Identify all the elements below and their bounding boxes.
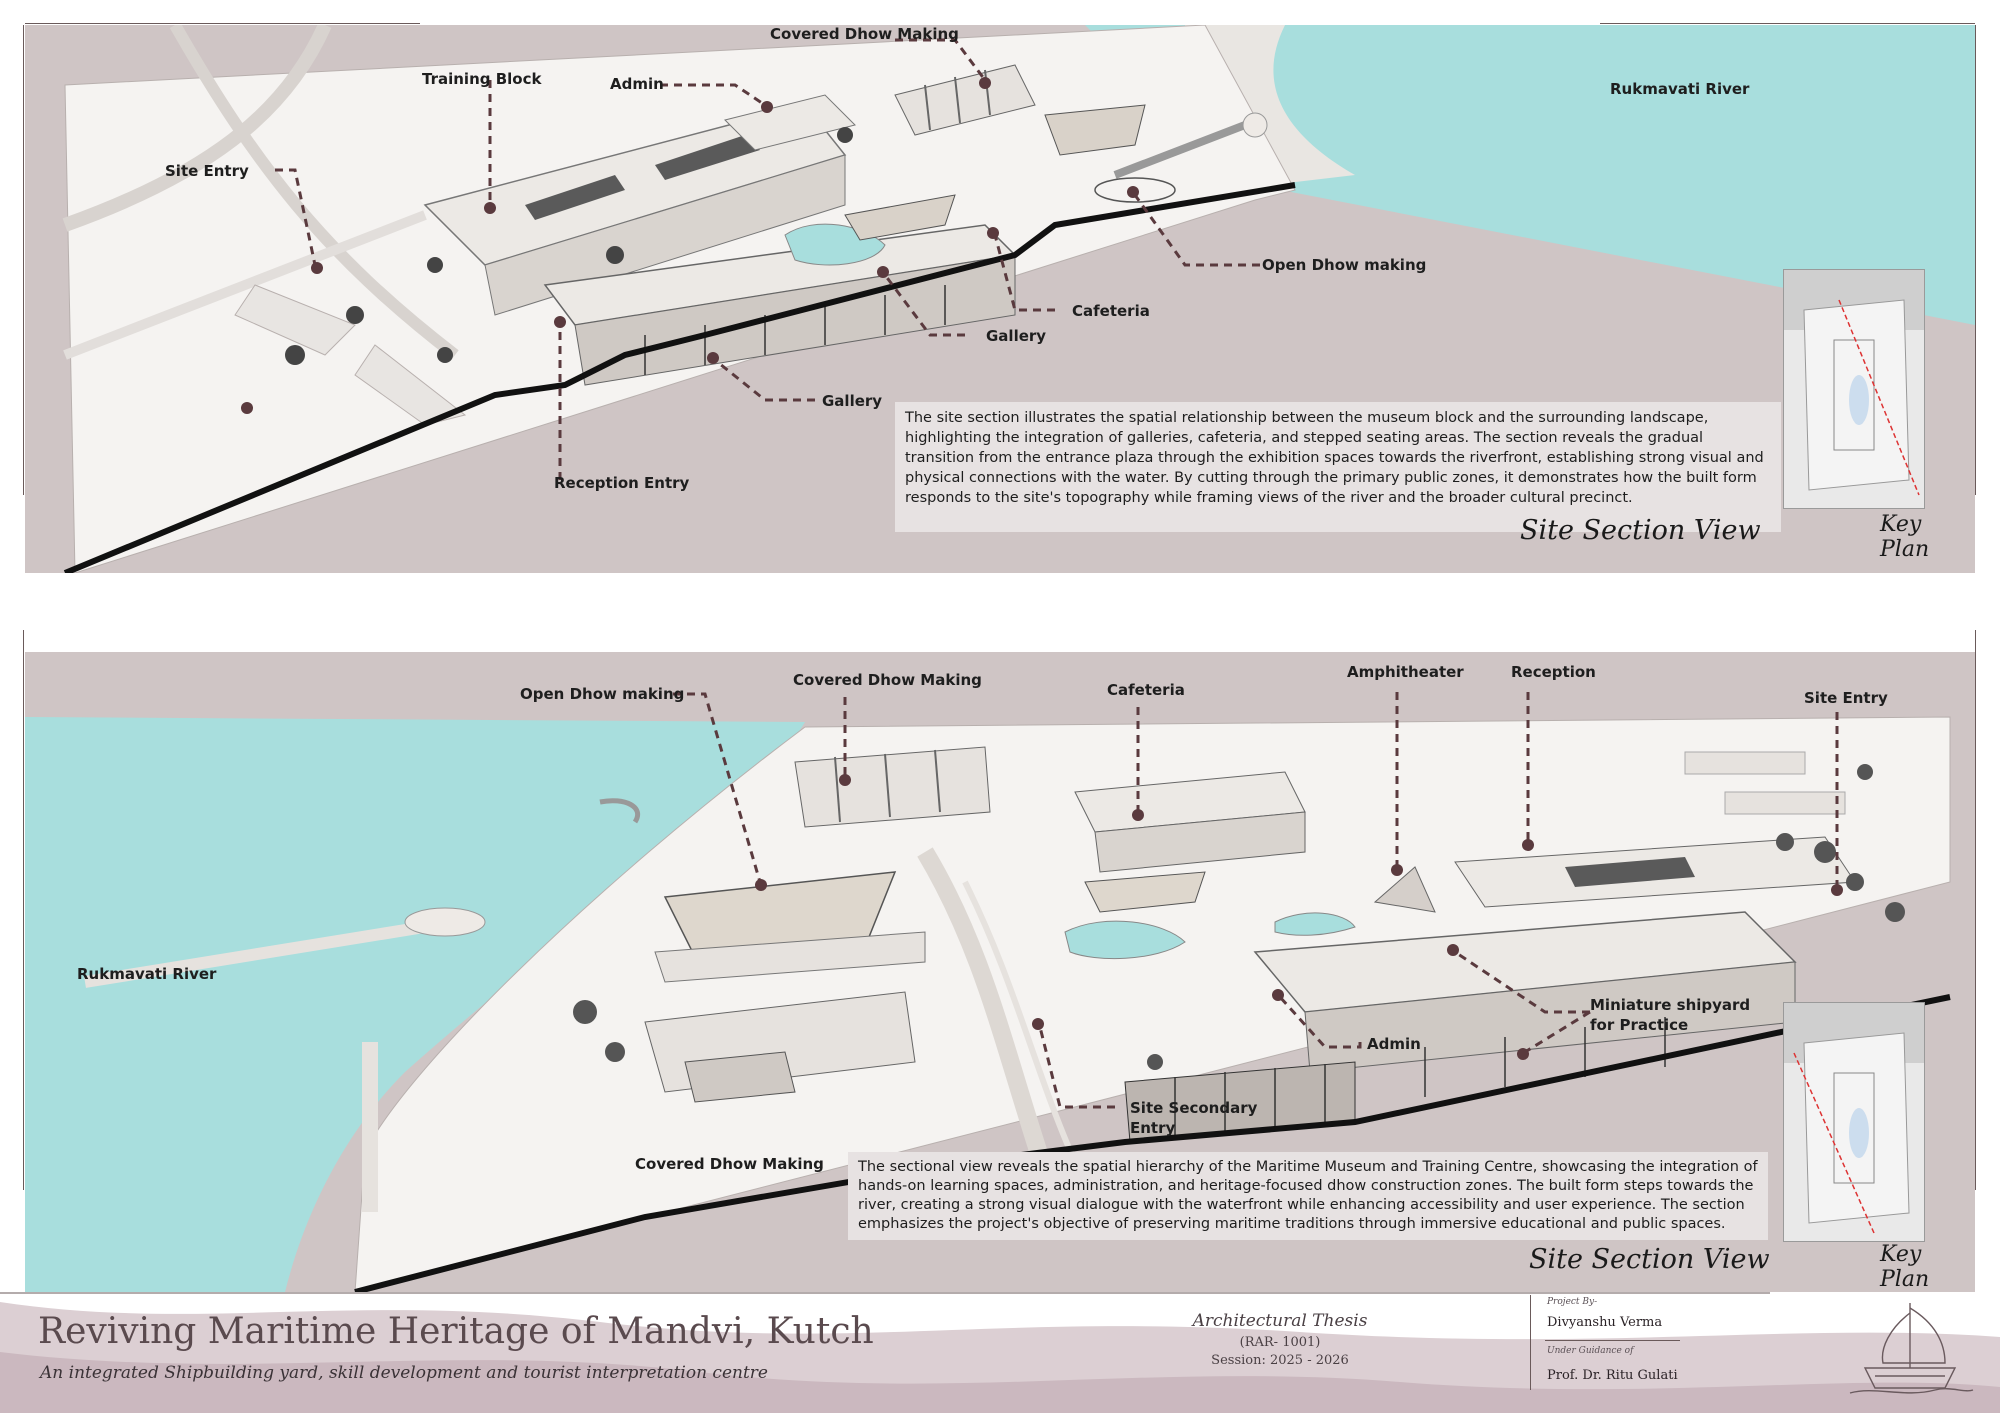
label-rukmavati-river: Rukmavati River (1610, 80, 1750, 98)
label-b-site-secondary-entry-2: Entry (1130, 1119, 1176, 1137)
footer-subtitle: An integrated Shipbuilding yard, skill d… (40, 1363, 768, 1383)
top-view-title: Site Section View (1520, 515, 1761, 546)
leader-b-open-dhow (673, 692, 762, 883)
dhow-logo-icon (1849, 1303, 1974, 1394)
label-reception-entry: Reception Entry (554, 474, 690, 492)
label-b-covered-dhow-making-top: Covered Dhow Making (793, 671, 982, 689)
footer-wave-background (0, 1292, 2000, 1413)
label-b-admin: Admin (1367, 1035, 1421, 1053)
leader-gallery-lower (714, 358, 815, 402)
top-river (1085, 25, 1975, 325)
guidance-name: Prof. Dr. Ritu Gulati (1547, 1368, 1678, 1383)
top-section-cut-line (63, 182, 1296, 573)
label-b-covered-dhow-making-bottom: Covered Dhow Making (635, 1155, 824, 1173)
bottom-site-section-panel: Open Dhow making Covered Dhow Making Caf… (25, 652, 1975, 1292)
frame-line (1975, 25, 1976, 495)
leader-b-admin (1278, 995, 1362, 1049)
label-b-reception: Reception (1511, 663, 1596, 681)
top-site-section-panel: Covered Dhow Making Training Block Admin… (25, 25, 1975, 573)
leader-covered-dhow (895, 38, 987, 81)
label-b-cafeteria: Cafeteria (1107, 681, 1185, 699)
frame-line (1975, 630, 1976, 1190)
label-b-amphitheater: Amphitheater (1347, 663, 1464, 681)
thesis-title: Architectural Thesis (1192, 1311, 1368, 1331)
guidance-label: Under Guidance of (1547, 1346, 1634, 1356)
bottom-pond-shape (1064, 920, 1186, 960)
leader-gallery-upper (883, 274, 965, 337)
label-admin: Admin (610, 75, 664, 93)
bottom-key-plan (1783, 1002, 1925, 1242)
leader-admin (660, 83, 766, 107)
leader-b-secondary-entry (1038, 1026, 1115, 1109)
label-b-site-entry: Site Entry (1804, 689, 1888, 707)
label-b-site-secondary-entry-1: Site Secondary (1130, 1099, 1258, 1117)
top-section-drawing (62, 25, 1975, 573)
bottom-section-description: The sectional view reveals the spatial h… (848, 1152, 1768, 1240)
frame-line (1545, 1340, 1680, 1341)
label-cafeteria: Cafeteria (1072, 302, 1150, 320)
bottom-river (25, 717, 805, 1292)
label-open-dhow-making: Open Dhow making (1262, 256, 1427, 274)
bottom-section-drawing (25, 692, 1951, 1292)
top-dhow-shape (844, 194, 956, 241)
label-b-open-dhow-making: Open Dhow making (520, 685, 685, 703)
covered-dhow-shed-shape (894, 64, 1036, 136)
label-gallery-lower: Gallery (822, 392, 883, 410)
label-b-rukmavati-river: Rukmavati River (77, 965, 217, 983)
label-b-miniature-shipyard-1: Miniature shipyard (1590, 996, 1751, 1014)
frame-line (1530, 1295, 1531, 1390)
admin-block-shape (724, 94, 856, 151)
bottom-key-plan-label: Key Plan (1880, 1242, 1930, 1292)
frame-line (23, 25, 24, 495)
bottom-view-title: Site Section View (1529, 1244, 1770, 1275)
thesis-code: (RAR- 1001) (1239, 1335, 1321, 1350)
amphitheater-shape (1373, 866, 1436, 913)
thesis-session: Session: 2025 - 2026 (1211, 1353, 1349, 1368)
frame-line (23, 630, 24, 1190)
top-section-description: The site section illustrates the spatial… (895, 402, 1781, 532)
top-key-plan (1783, 269, 1925, 509)
label-b-miniature-shipyard-2: for Practice (1590, 1016, 1689, 1034)
label-gallery-upper: Gallery (986, 327, 1047, 345)
leader-open-dhow (1133, 194, 1260, 267)
label-site-entry: Site Entry (165, 162, 249, 180)
label-covered-dhow-making: Covered Dhow Making (770, 25, 959, 43)
leader-cafeteria (993, 234, 1055, 312)
leader-b-miniature (1454, 950, 1590, 1014)
leader-site-entry (275, 168, 317, 266)
project-by-name: Divyanshu Verma (1547, 1315, 1663, 1330)
footer-title: Reviving Maritime Heritage of Mandvi, Ku… (38, 1311, 874, 1352)
leader-b-miniature2 (1524, 1010, 1591, 1054)
pond-dhow-shape (1084, 871, 1206, 913)
label-training-block: Training Block (422, 70, 542, 88)
top-key-plan-label: Key Plan (1880, 512, 1930, 562)
project-by-label: Project By- (1547, 1297, 1598, 1307)
frame-line (25, 23, 420, 24)
frame-line (1600, 23, 1975, 24)
